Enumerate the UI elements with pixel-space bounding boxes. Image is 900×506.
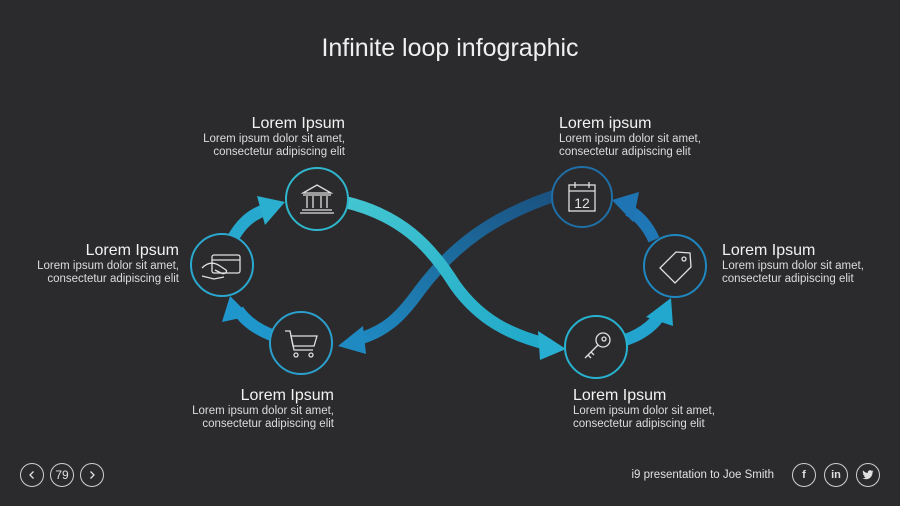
next-slide-button[interactable] — [80, 463, 104, 487]
item-key-text: Lorem Ipsum Lorem ipsum dolor sit amet, … — [573, 387, 773, 431]
right-upper-arrowhead — [612, 192, 639, 222]
social-links: f in — [792, 463, 880, 487]
right-lower-arrowhead — [646, 298, 673, 326]
cyan-arrowhead — [538, 331, 566, 360]
calendar-node — [551, 166, 613, 228]
item-heading: Lorem Ipsum — [573, 387, 667, 404]
item-line: Lorem ipsum dolor sit amet, — [559, 133, 701, 145]
item-line: Lorem ipsum dolor sit amet, — [192, 405, 334, 417]
price-tag-icon — [659, 251, 692, 284]
price-tag-node — [643, 234, 707, 298]
slide-navigation: 79 — [20, 463, 104, 487]
shopping-cart-node — [269, 311, 333, 375]
left-upper-arrowhead — [257, 196, 285, 225]
item-line: consectetur adipiscing elit — [573, 418, 705, 430]
item-line: Lorem ipsum dolor sit amet, — [573, 405, 715, 417]
calendar-number: 12 — [574, 195, 590, 211]
calendar-icon — [568, 182, 596, 212]
bank-icon — [300, 184, 334, 214]
linkedin-button[interactable]: in — [824, 463, 848, 487]
credit-card-node — [190, 233, 254, 297]
twitter-button[interactable] — [856, 463, 880, 487]
item-line: consectetur adipiscing elit — [47, 273, 179, 285]
item-bank-text: Lorem Ipsum Lorem ipsum dolor sit amet, … — [145, 115, 345, 159]
item-calendar-text: Lorem ipsum Lorem ipsum dolor sit amet, … — [559, 115, 759, 159]
blue-arrowhead — [338, 326, 366, 354]
item-heading: Lorem Ipsum — [722, 242, 816, 259]
item-line: Lorem ipsum dolor sit amet, — [37, 260, 179, 272]
chevron-left-icon — [29, 471, 34, 479]
page-title: Infinite loop infographic — [321, 34, 579, 62]
item-heading: Lorem ipsum — [559, 115, 652, 132]
linkedin-icon: in — [831, 469, 841, 481]
bank-node — [285, 167, 349, 231]
item-line: Lorem ipsum dolor sit amet, — [203, 133, 345, 145]
item-price-tag-text: Lorem Ipsum Lorem ipsum dolor sit amet, … — [722, 242, 900, 286]
cyan-loop-strand — [343, 196, 552, 351]
item-line: consectetur adipiscing elit — [202, 418, 334, 430]
item-heading: Lorem Ipsum — [251, 115, 345, 132]
blue-loop-strand — [353, 186, 568, 346]
item-line: consectetur adipiscing elit — [722, 273, 854, 285]
left-lower-arrowhead — [222, 296, 250, 322]
shopping-cart-icon — [285, 330, 318, 358]
page-number: 79 — [50, 463, 74, 487]
chevron-right-icon — [90, 471, 95, 479]
credit-card-icon — [201, 254, 241, 280]
key-icon — [584, 332, 611, 359]
previous-slide-button[interactable] — [20, 463, 44, 487]
facebook-button[interactable]: f — [792, 463, 816, 487]
item-shopping-cart-text: Lorem Ipsum Lorem ipsum dolor sit amet, … — [134, 387, 334, 431]
presentation-credit: i9 presentation to Joe Smith — [631, 469, 774, 481]
left-upper-arc — [226, 204, 268, 243]
item-line: Lorem ipsum dolor sit amet, — [722, 260, 864, 272]
item-heading: Lorem Ipsum — [85, 242, 179, 259]
twitter-icon — [862, 470, 874, 480]
item-heading: Lorem Ipsum — [240, 387, 334, 404]
item-credit-card-text: Lorem Ipsum Lorem ipsum dolor sit amet, … — [0, 242, 179, 286]
facebook-icon: f — [802, 469, 806, 481]
item-line: consectetur adipiscing elit — [559, 146, 691, 158]
item-line: consectetur adipiscing elit — [213, 146, 345, 158]
